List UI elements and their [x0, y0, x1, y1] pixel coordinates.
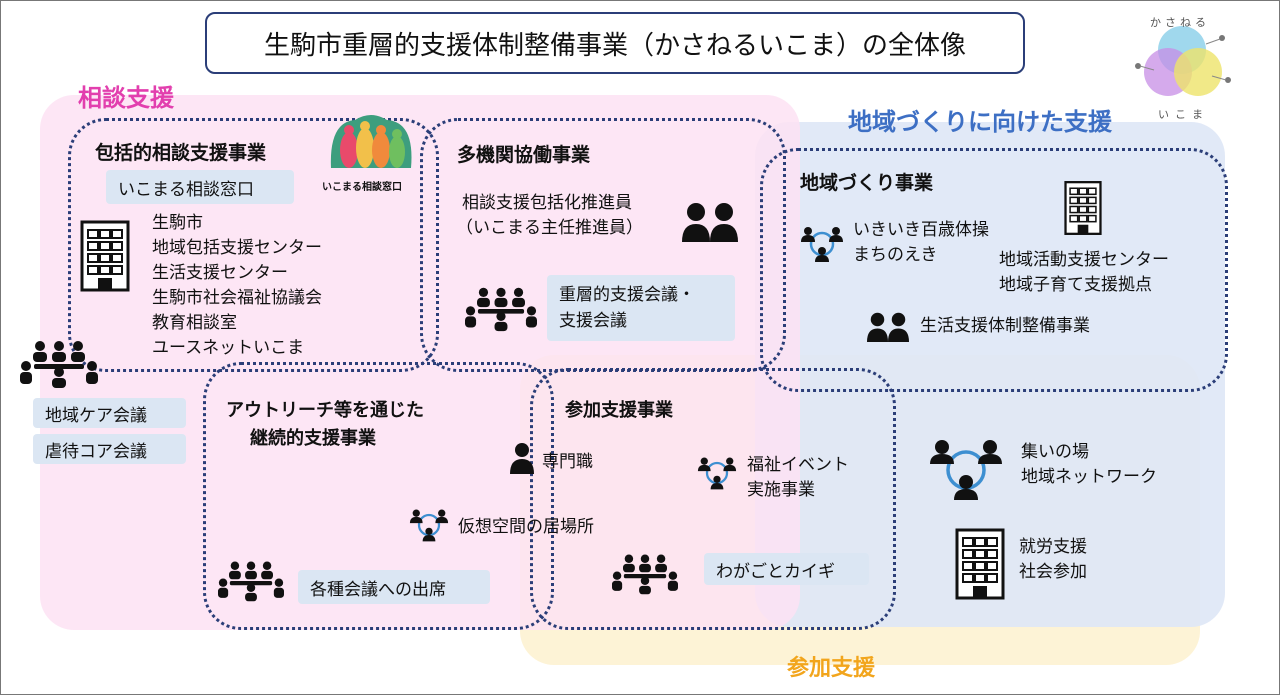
community-region-label: 地域づくりに向けた支援: [848, 108, 1112, 136]
chiiki-care-meeting-box: 地域ケア会議: [33, 398, 186, 428]
org-list-item: 地域包括支援センター: [152, 238, 322, 258]
meeting-table-icon: [612, 553, 678, 595]
outreach-title-line2: 継続的支援事業: [250, 428, 376, 449]
connected-people-icon: [697, 455, 737, 491]
ikomaru-logo-icon: [325, 110, 417, 172]
org-list-item: 生駒市社会福祉協議会: [152, 288, 322, 308]
kasaneru-ikoma-logo: [1120, 8, 1250, 126]
work-line1: 就労支援: [1019, 537, 1087, 557]
org-list-item: 教育相談室: [152, 313, 237, 333]
work-line2: 社会参加: [1019, 562, 1087, 582]
abuse-core-meeting-label: 虐待コア会議: [45, 441, 147, 462]
houkatsu-dotted-box: [68, 118, 439, 372]
ikomaru-window-label: いこまる相談窓口: [118, 179, 254, 200]
various-meetings-box: 各種会議への出席: [298, 570, 490, 604]
org-list-item: 生駒市: [152, 213, 203, 233]
consult-region-label: 相談支援: [78, 84, 174, 112]
connected-people-icon: [800, 225, 844, 263]
abuse-core-meeting-box: 虐待コア会議: [33, 434, 186, 464]
org-list-item: 生活支援センター: [152, 263, 288, 283]
chiiki-title: 地域づくり事業: [800, 172, 934, 194]
tsudoi-line1: 集いの場: [1021, 442, 1089, 462]
diagram-title: 生駒市重層的支援体制整備事業（かさねるいこま）の全体像: [263, 30, 966, 61]
sanka-title: 参加支援事業: [565, 400, 673, 421]
ikomaru-window-box: いこまる相談窓口: [106, 170, 294, 204]
specialist-label: 専門職: [542, 452, 593, 472]
building-icon: [955, 527, 1005, 601]
building-icon: [80, 220, 130, 292]
various-meetings-label: 各種会議への出席: [310, 579, 446, 600]
promoter-line2: （いこまる主任推進員）: [456, 218, 643, 238]
diagram-title-box: 生駒市重層的支援体制整備事業（かさねるいこま）の全体像: [205, 12, 1025, 74]
seikatsu-label: 生活支援体制整備事業: [920, 316, 1090, 336]
gathering-people-icon: [930, 438, 1002, 500]
virtual-place-label: 仮想空間の居場所: [458, 517, 594, 537]
meeting-table-icon: [20, 340, 98, 388]
ikomaru-logo-caption: いこまる相談窓口: [322, 182, 402, 193]
sanka-dotted-box: [530, 368, 896, 630]
chiiki-item1-line1: いきいき百歳体操: [853, 220, 989, 240]
takikan-title: 多機関協働事業: [457, 144, 591, 166]
connected-people-icon: [409, 507, 449, 543]
person-icon: [510, 442, 534, 474]
outreach-dotted-box: [203, 362, 554, 630]
houkatsu-title: 包括的相談支援事業: [95, 142, 267, 164]
ikoma-logo-text: いこま: [1158, 108, 1209, 121]
chiiki-care-meeting-label: 地域ケア会議: [45, 405, 147, 426]
building-icon: [1064, 175, 1102, 241]
promoter-line1: 相談支援包括化推進員: [462, 193, 632, 213]
center-line1: 地域活動支援センター: [999, 250, 1169, 270]
org-list-item: ユースネットいこま: [152, 338, 305, 358]
jusou-meeting-box: 重層的支援会議・ 支援会議: [547, 275, 735, 341]
meeting-table-icon: [218, 560, 284, 602]
event-line1: 福祉イベント: [747, 455, 849, 475]
two-people-icon: [866, 312, 910, 342]
center-line2: 地域子育て支援拠点: [999, 275, 1152, 295]
jusou-meeting-line1: 重層的支援会議・: [559, 285, 695, 305]
kasaneru-logo-text: かさねる: [1150, 16, 1210, 29]
meeting-table-icon: [465, 286, 537, 332]
event-line2: 実施事業: [747, 480, 815, 500]
chiiki-dotted-box: [760, 148, 1228, 392]
participation-region-label: 参加支援: [787, 656, 876, 681]
jusou-meeting-line2: 支援会議: [559, 311, 627, 331]
chiiki-item1-line2: まちのえき: [853, 245, 938, 265]
wagagoto-label: わがごとカイギ: [716, 561, 835, 582]
wagagoto-box: わがごとカイギ: [704, 553, 869, 585]
outreach-title-line1: アウトリーチ等を通じた: [226, 400, 424, 421]
tsudoi-line2: 地域ネットワーク: [1021, 467, 1157, 487]
two-people-icon: [682, 202, 738, 242]
